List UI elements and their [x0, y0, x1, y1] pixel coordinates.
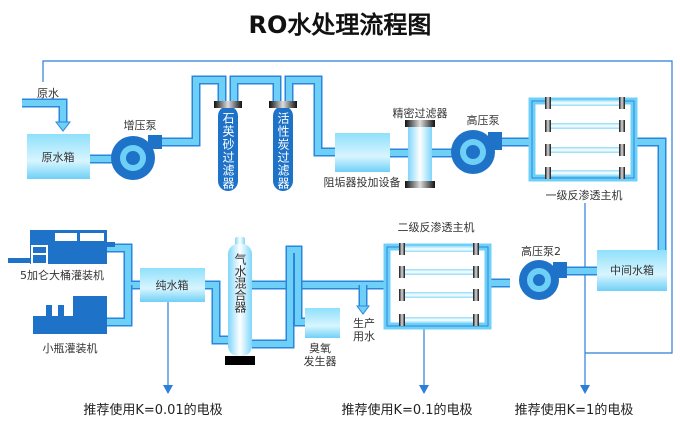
hp-pump-label: 高压泵 [467, 113, 500, 127]
membrane-cap [399, 289, 405, 301]
small-bottle-filler-label: 小瓶灌装机 [43, 341, 98, 355]
pure-tank-label: 纯水箱 [156, 278, 189, 292]
high-pressure-pump-2-icon [519, 260, 567, 300]
ro-membrane [402, 269, 476, 275]
membrane-cap [473, 314, 479, 326]
pure-tank-to-mixer-pipe [205, 282, 228, 343]
antiscalant-label: 阻垢器投加设备 [324, 175, 401, 189]
recommendation-k01: 推荐使用K=0.1的电极 [341, 402, 472, 418]
outer-loop-line [42, 60, 673, 354]
mixer-to-ozone-pipe [252, 247, 305, 347]
pipes [22, 75, 667, 349]
membrane-cap [545, 144, 551, 156]
pure-water-tank [140, 268, 205, 302]
mid-tank-label: 中间水箱 [610, 263, 654, 277]
ro1-to-mid-tank-pipe [634, 139, 665, 250]
production-water-arrow-icon [356, 305, 370, 315]
ro-membrane [548, 147, 622, 153]
quartz-to-carbon-pipe [231, 77, 280, 102]
pump-to-quartz-pipe [160, 77, 225, 145]
carbon-to-antiscalant-pipe [284, 75, 335, 157]
raw-tank-label: 原水箱 [42, 150, 75, 164]
ro-membrane [402, 292, 476, 298]
ozone-label-1: 臭氧 [309, 341, 331, 355]
membrane-cap [545, 167, 551, 179]
raw-water-inlet-pipe [22, 100, 66, 122]
membrane-cap [399, 266, 405, 278]
antiscalant-dosing-unit [335, 133, 390, 172]
production-water-label-1: 生产 [353, 316, 375, 330]
carbon-to-antiscalant-pipe [286, 77, 335, 155]
pure-tank-to-small-pipe [107, 285, 133, 327]
primary-ro-unit [528, 97, 638, 182]
raw-water-label: 原水 [37, 87, 59, 100]
pump-to-quartz-pipe [160, 75, 227, 147]
raw-water-arrow-icon [54, 121, 72, 132]
ro-membrane [548, 100, 622, 106]
pure-tank-to-5gal-pipe [107, 243, 140, 290]
arrow-icon [419, 385, 429, 394]
quartz-to-carbon-pipe [229, 75, 282, 102]
membrane-cap [545, 120, 551, 132]
recommendation-k001: 推荐使用K=0.01的电极 [83, 402, 222, 418]
quartz-sand-filter: 石英砂过滤器 [214, 101, 242, 191]
down-arrows [163, 385, 590, 394]
membrane-cap [619, 144, 625, 156]
ozone-label-2: 发生器 [304, 354, 337, 368]
pure-tank-to-small-pipe [107, 285, 131, 325]
secondary-ro-unit [383, 243, 492, 330]
5-gallon-filler-label: 5加仑大桶灌装机 [20, 268, 104, 282]
ro1-to-mid-tank-pipe [634, 137, 667, 250]
membrane-cap [399, 243, 405, 255]
membrane-cap [473, 266, 479, 278]
carbon-filter-label: 活性炭过滤器 [276, 112, 290, 190]
hp-pump2-label: 高压泵2 [521, 244, 561, 258]
5-gallon-filling-machine [8, 230, 115, 264]
ro-frame [531, 100, 635, 179]
ro1-label: 一级反渗透主机 [546, 188, 623, 202]
membrane-cap [473, 243, 479, 255]
intermediate-tank [597, 250, 667, 291]
ro2-label: 二级反渗透主机 [398, 220, 475, 234]
small-bottle-filling-machine [33, 296, 107, 334]
booster-pump-icon [111, 135, 162, 180]
ozone-generator [305, 308, 340, 338]
ro-membrane [402, 246, 476, 252]
quartz-filter-label: 石英砂过滤器 [221, 112, 235, 190]
ro-frame [528, 97, 638, 182]
membrane-cap [399, 314, 405, 326]
membrane-cap [619, 167, 625, 179]
mixer-label: 气水混合器 [233, 252, 247, 314]
ro-membrane [402, 317, 476, 323]
ro-membrane [548, 170, 622, 176]
precision-filter [405, 120, 435, 188]
gas-water-mixer: 气水混合器 [225, 237, 255, 365]
high-pressure-pump-icon [451, 130, 502, 174]
raw-water-tank [27, 134, 90, 179]
connector-lines [42, 60, 673, 386]
activated-carbon-filter: 活性炭过滤器 [269, 101, 297, 191]
membrane-cap [545, 97, 551, 109]
booster-pump-label: 增压泵 [124, 118, 157, 132]
precision-filter-label: 精密过滤器 [393, 106, 448, 120]
recommendation-k1: 推荐使用K=1的电极 [515, 402, 634, 418]
membrane-cap [473, 289, 479, 301]
arrow-icon [580, 385, 590, 394]
production-water-label-2: 用水 [353, 330, 375, 343]
arrow-icon [163, 385, 173, 394]
pure-tank-to-5gal-pipe [107, 245, 140, 288]
membrane-cap [619, 120, 625, 132]
membrane-cap [619, 97, 625, 109]
ro-membrane [548, 123, 622, 129]
page-title: RO水处理流程图 [249, 11, 432, 39]
